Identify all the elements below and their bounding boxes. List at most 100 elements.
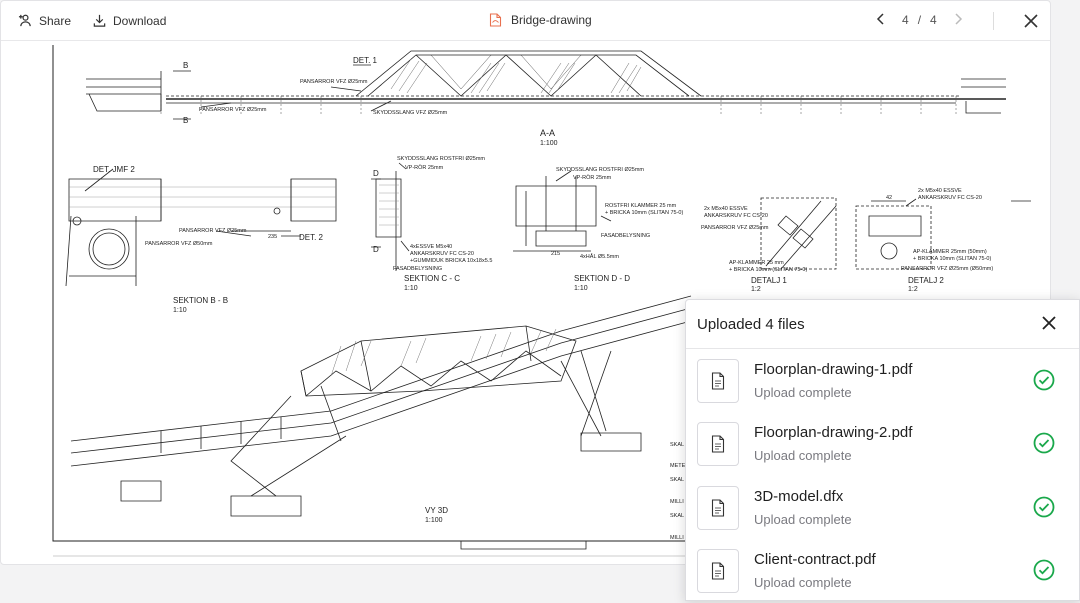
- detalj1-labels: 2x M5x40 ESSVE ANKARSKRUV FC CS-20 PANSA…: [701, 206, 807, 293]
- label-meter: METE: [670, 463, 686, 469]
- label-ap-klammer2: AP-KLAMMER 25mm (50mm): [913, 249, 987, 255]
- label-vp-ror-d: VP-RÖR 25mm: [573, 174, 612, 181]
- label-bricka-d: + BRICKA 10mm (SLITAN 75-0): [605, 210, 683, 216]
- label-skal-3: SKAL: [670, 513, 684, 519]
- bridge-3d-view: [70, 295, 692, 517]
- label-section-aa: A-A: [540, 128, 555, 138]
- label-essve2: 2x M5x40 ESSVE: [704, 206, 748, 212]
- label-pansarror-a: PANSARROR VFZ Ø25mm: [300, 79, 368, 85]
- close-panel-icon[interactable]: [1041, 315, 1057, 331]
- document-viewer: Share Download Bridge-drawing 4 /: [0, 0, 1051, 565]
- label-dim-235: 235: [268, 234, 277, 240]
- label-vy3d: VY 3D: [425, 506, 448, 515]
- detalj-2: [855, 198, 932, 270]
- file-status: Upload complete: [754, 512, 852, 527]
- label-scale-bb: 1:10: [173, 307, 187, 314]
- file-name: Floorplan-drawing-1.pdf: [754, 361, 913, 378]
- label-bricka-e: + BRICKA 10mm (SLITAN 75-0): [729, 267, 807, 273]
- pdf-file-icon: [489, 13, 502, 27]
- file-status: Upload complete: [754, 385, 852, 400]
- document-icon: [697, 359, 739, 403]
- bb-labels: DET. JMF 2 DET. 2 PANSARROR VFZ Ø25mm PA…: [93, 165, 324, 314]
- download-label: Download: [113, 13, 167, 28]
- label-section-bb: SEKTION B - B: [173, 296, 228, 305]
- download-icon: [93, 14, 106, 27]
- label-dim-215: 215: [551, 251, 560, 257]
- label-pansarror-c: PANSARROR VFZ Ø25mm: [179, 228, 247, 234]
- section-c-c: [371, 162, 410, 271]
- upload-panel-title: Uploaded 4 files: [697, 315, 805, 333]
- chevron-left-icon: [876, 13, 884, 25]
- label-vp-ror: VP-RÖR 25mm: [405, 164, 444, 171]
- bridge-drawing-canvas[interactable]: DET. 1 B B PANSARROR VFZ Ø25mm PANSARROR…: [1, 41, 1051, 565]
- elevation-a-a: [86, 50, 1006, 120]
- upload-panel-header: Uploaded 4 files: [686, 300, 1079, 349]
- label-ankarskruv-2: ANKARSKRUV FC CS-20: [918, 195, 982, 201]
- label-det1: DET. 1: [353, 56, 378, 65]
- label-skyddsslang-rostfri-c: SKYDDSSLANG ROSTFRI Ø25mm: [397, 156, 485, 162]
- document-icon: [697, 486, 739, 530]
- label-section-dd: SEKTION D - D: [574, 274, 630, 283]
- label-scale-d2: 1:2: [908, 286, 918, 293]
- previous-page-button[interactable]: [874, 13, 888, 27]
- document-title-label: Bridge-drawing: [511, 13, 592, 27]
- download-button[interactable]: Download: [92, 13, 166, 28]
- label-det-jmf2: DET. JMF 2: [93, 165, 135, 174]
- chevron-right-icon: [955, 13, 962, 25]
- document-icon: [697, 422, 739, 466]
- viewer-toolbar: Share Download Bridge-drawing 4 /: [1, 1, 1050, 41]
- label-scale-aa: 1:100: [540, 140, 558, 147]
- label-hal: 4xHÅL Ø5.5mm: [580, 253, 619, 260]
- label-milli-2: MILLI: [670, 535, 684, 541]
- label-scale-vy: 1:100: [425, 517, 443, 524]
- label-scale-cc: 1:10: [404, 285, 418, 292]
- section-d-d: [513, 170, 612, 252]
- document-icon: [697, 549, 739, 593]
- document-title: Bridge-drawing: [489, 13, 592, 27]
- label-fasadbelysning-c: FASADBELYSNING: [393, 266, 442, 272]
- check-circle-icon: [1033, 496, 1055, 518]
- page-navigator: 4 / 4: [874, 13, 965, 27]
- next-page-button[interactable]: [951, 13, 965, 27]
- label-detalj1: DETALJ 1: [751, 276, 787, 285]
- label-pansarror-e: PANSARROR VFZ Ø25mm: [701, 225, 769, 231]
- file-name: 3D-model.dfx: [754, 488, 844, 505]
- label-detalj2: DETALJ 2: [908, 276, 944, 285]
- upload-panel: Uploaded 4 files Floorplan-drawing-1.pdf…: [685, 299, 1080, 601]
- share-button[interactable]: Share: [18, 13, 71, 28]
- file-name: Client-contract.pdf: [754, 551, 876, 568]
- close-viewer-icon[interactable]: [1023, 13, 1039, 29]
- label-milli-1: MILLI: [670, 499, 684, 505]
- file-status: Upload complete: [754, 448, 852, 463]
- label-skyddsslang-rostfri-d: SKYDDSSLANG ROSTFRI Ø25mm: [556, 167, 644, 173]
- vy3d-labels: VY 3D 1:100 SKAL METE SKAL MILLI SKAL MI…: [425, 442, 686, 541]
- file-name: Floorplan-drawing-2.pdf: [754, 424, 913, 441]
- aa-labels: DET. 1 B B PANSARROR VFZ Ø25mm PANSARROR…: [183, 56, 558, 147]
- bridge-3d-hatching: [330, 328, 557, 377]
- label-pansarror-d: PANSARROR VFZ Ø50mm: [145, 241, 213, 247]
- label-dim-42: 42: [886, 195, 892, 201]
- file-status: Upload complete: [754, 575, 852, 590]
- label-fasadbelysning-d: FASADBELYSNING: [601, 233, 650, 239]
- label-skal-2: SKAL: [670, 477, 684, 483]
- label-ankarskruv-c: ANKARSKRUV FC CS-20: [410, 251, 474, 257]
- dd-labels: SKYDDSSLANG ROSTFRI Ø25mm VP-RÖR 25mm RO…: [551, 167, 683, 292]
- label-skal-1: SKAL: [670, 442, 684, 448]
- truss-hatching: [390, 58, 642, 94]
- cc-labels: SKYDDSSLANG ROSTFRI Ø25mm VP-RÖR 25mm D …: [373, 156, 492, 292]
- detalj-1: [760, 197, 837, 270]
- label-d-top: D: [373, 169, 379, 178]
- current-page: 4: [902, 13, 909, 27]
- page-separator: /: [917, 13, 922, 27]
- label-b-bottom: B: [183, 116, 188, 125]
- label-pansarror-b: PANSARROR VFZ Ø25mm: [199, 107, 267, 113]
- label-ankarskruv-1: ANKARSKRUV FC CS-20: [704, 213, 768, 219]
- add-user-icon: [18, 14, 31, 27]
- label-b-top: B: [183, 61, 188, 70]
- label-rostfri-klammer: ROSTFRI KLAMMER 25 mm: [605, 203, 677, 209]
- section-b-b: [65, 168, 337, 287]
